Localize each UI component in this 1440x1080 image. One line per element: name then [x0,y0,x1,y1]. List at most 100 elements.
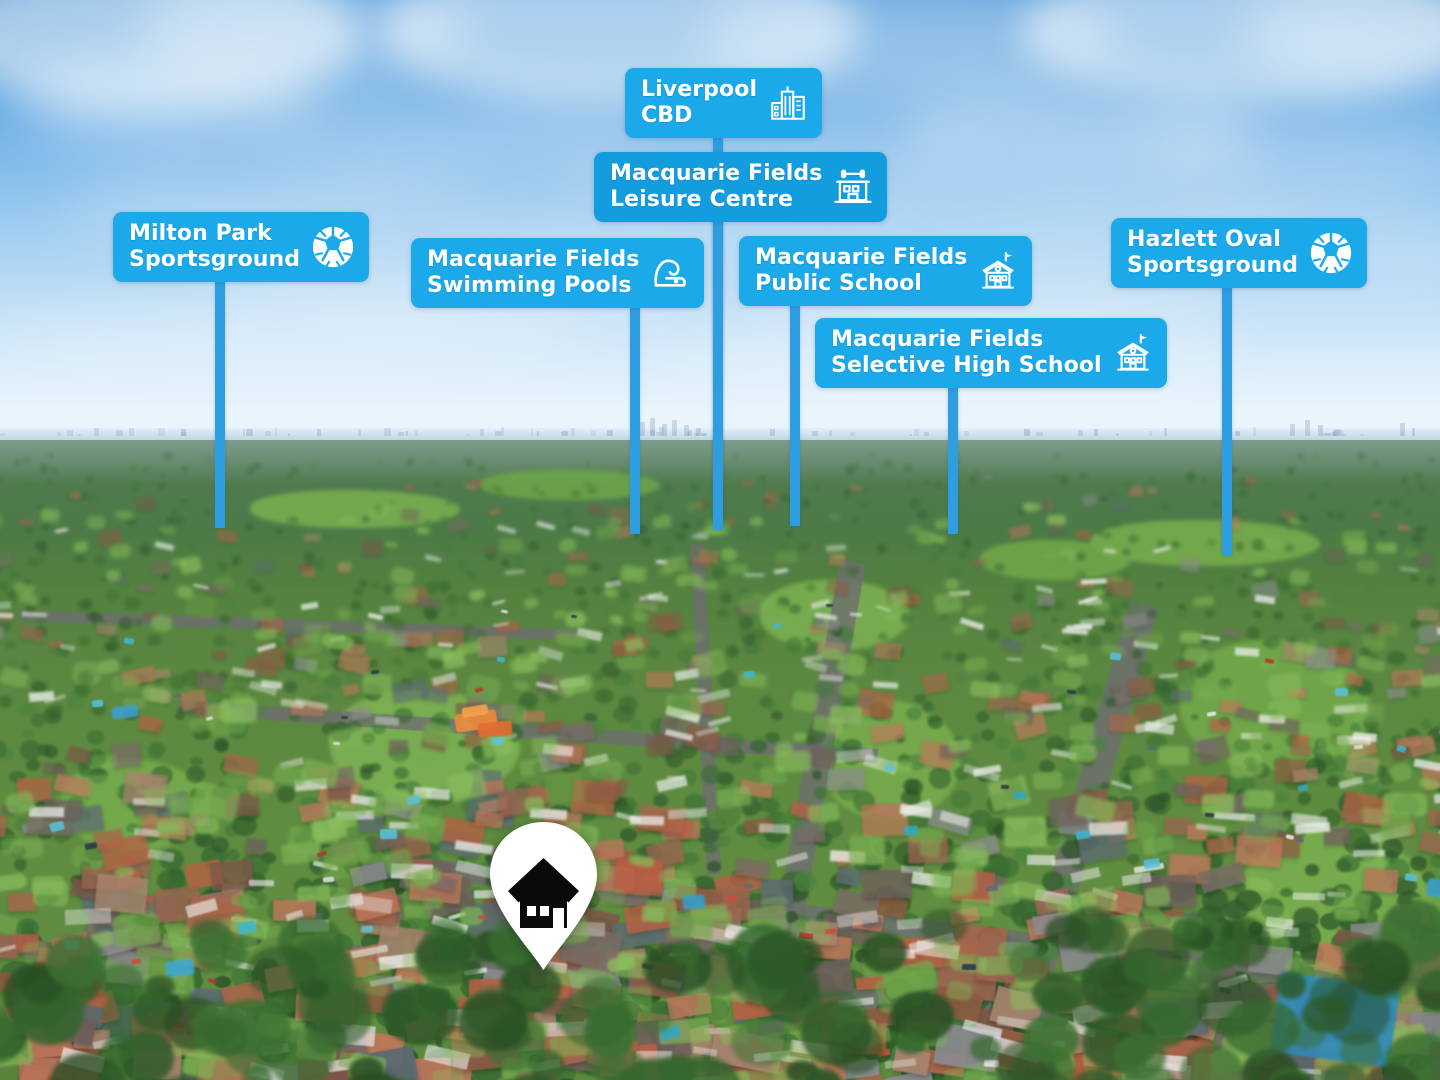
tree-canopy [1060,839,1083,860]
tree-canopy [852,464,859,470]
tree-canopy [1325,510,1335,518]
foreground-tree [1045,914,1091,949]
foreground-tree [46,935,105,988]
tree-canopy [803,637,812,644]
lawn-patch [338,516,357,525]
connector-line-hazlett-oval-sportsground [1222,276,1232,556]
tree-canopy [683,523,691,530]
foreground-tree [860,932,908,973]
tree-canopy [1046,736,1065,752]
tree-canopy [1150,476,1155,481]
tree-canopy [232,673,247,685]
skyline-building [811,430,819,436]
tree-canopy [1079,707,1098,724]
tree-canopy [225,849,241,862]
soccer-ball-icon [1311,232,1352,274]
tree-canopy [928,552,940,563]
tree-canopy [700,764,721,784]
lawn-patch [728,564,749,575]
tree-canopy [1125,601,1141,613]
tree-canopy [1331,530,1342,541]
tree-canopy [230,558,240,567]
lawn-patch [383,636,406,649]
skyline-building [94,427,100,436]
tree-canopy [1289,592,1299,600]
tree-canopy [186,543,195,550]
tree-canopy [1246,627,1260,639]
tree-canopy [1414,472,1423,480]
tree-canopy [1426,575,1437,585]
tree-canopy [262,596,274,606]
lawn-patch [1266,672,1302,700]
tree-canopy [690,484,698,492]
tree-canopy [1361,646,1371,656]
skyline-building [829,430,832,436]
property-location-pin[interactable] [486,820,601,972]
skyline-building [357,429,362,436]
tree-canopy [1410,618,1422,630]
tree-canopy [1106,600,1120,612]
tree-canopy [157,482,166,491]
tree-canopy [906,706,922,721]
tree-canopy [163,452,172,460]
tree-canopy [591,483,597,488]
tree-canopy [793,870,816,892]
tree-canopy [190,756,204,766]
house-roof [298,562,313,572]
lawn-patch [665,692,703,718]
tree-canopy [449,609,458,617]
tree-canopy [478,465,486,472]
house-roof [1146,486,1158,495]
tree-canopy [1266,636,1281,650]
lawn-patch [1144,885,1171,908]
tree-canopy [217,562,228,572]
tree-canopy [663,545,673,554]
lawn-patch [619,563,647,584]
lawn-patch [111,911,163,949]
tree-canopy [1200,476,1207,483]
lawn-patch [412,753,437,765]
tree-canopy [460,593,473,604]
foreground-tree [98,1063,158,1080]
tree-canopy [815,679,834,698]
tree-canopy [1331,592,1344,604]
tree-canopy [1201,662,1214,673]
skyline-building [316,428,322,436]
tree-canopy [1428,457,1435,463]
swimming-pool [491,737,505,746]
tree-canopy [226,640,237,651]
tree-canopy [1409,689,1421,698]
tree-canopy [1060,474,1069,481]
tree-canopy [321,533,332,543]
tree-canopy [20,739,41,760]
skyline-building [1412,428,1416,436]
tree-canopy [175,710,186,721]
tree-canopy [501,560,511,568]
tree-canopy [128,464,139,474]
tree-canopy [405,645,416,654]
tree-canopy [1048,829,1062,840]
tree-canopy [495,487,504,496]
tree-canopy [289,466,299,476]
roof-highlight [850,612,863,617]
tree-canopy [1386,651,1406,666]
tree-canopy [65,491,75,500]
tree-canopy [1158,792,1172,802]
tree-canopy [14,460,20,466]
tree-canopy [146,494,156,502]
lawn-patch [915,530,936,544]
tree-canopy [288,712,302,722]
tree-canopy [1404,510,1413,518]
lawn-patch [531,735,559,755]
tree-canopy [218,619,232,630]
lawn-patch [40,508,60,523]
tree-canopy [393,707,414,723]
tree-canopy [1164,682,1179,693]
